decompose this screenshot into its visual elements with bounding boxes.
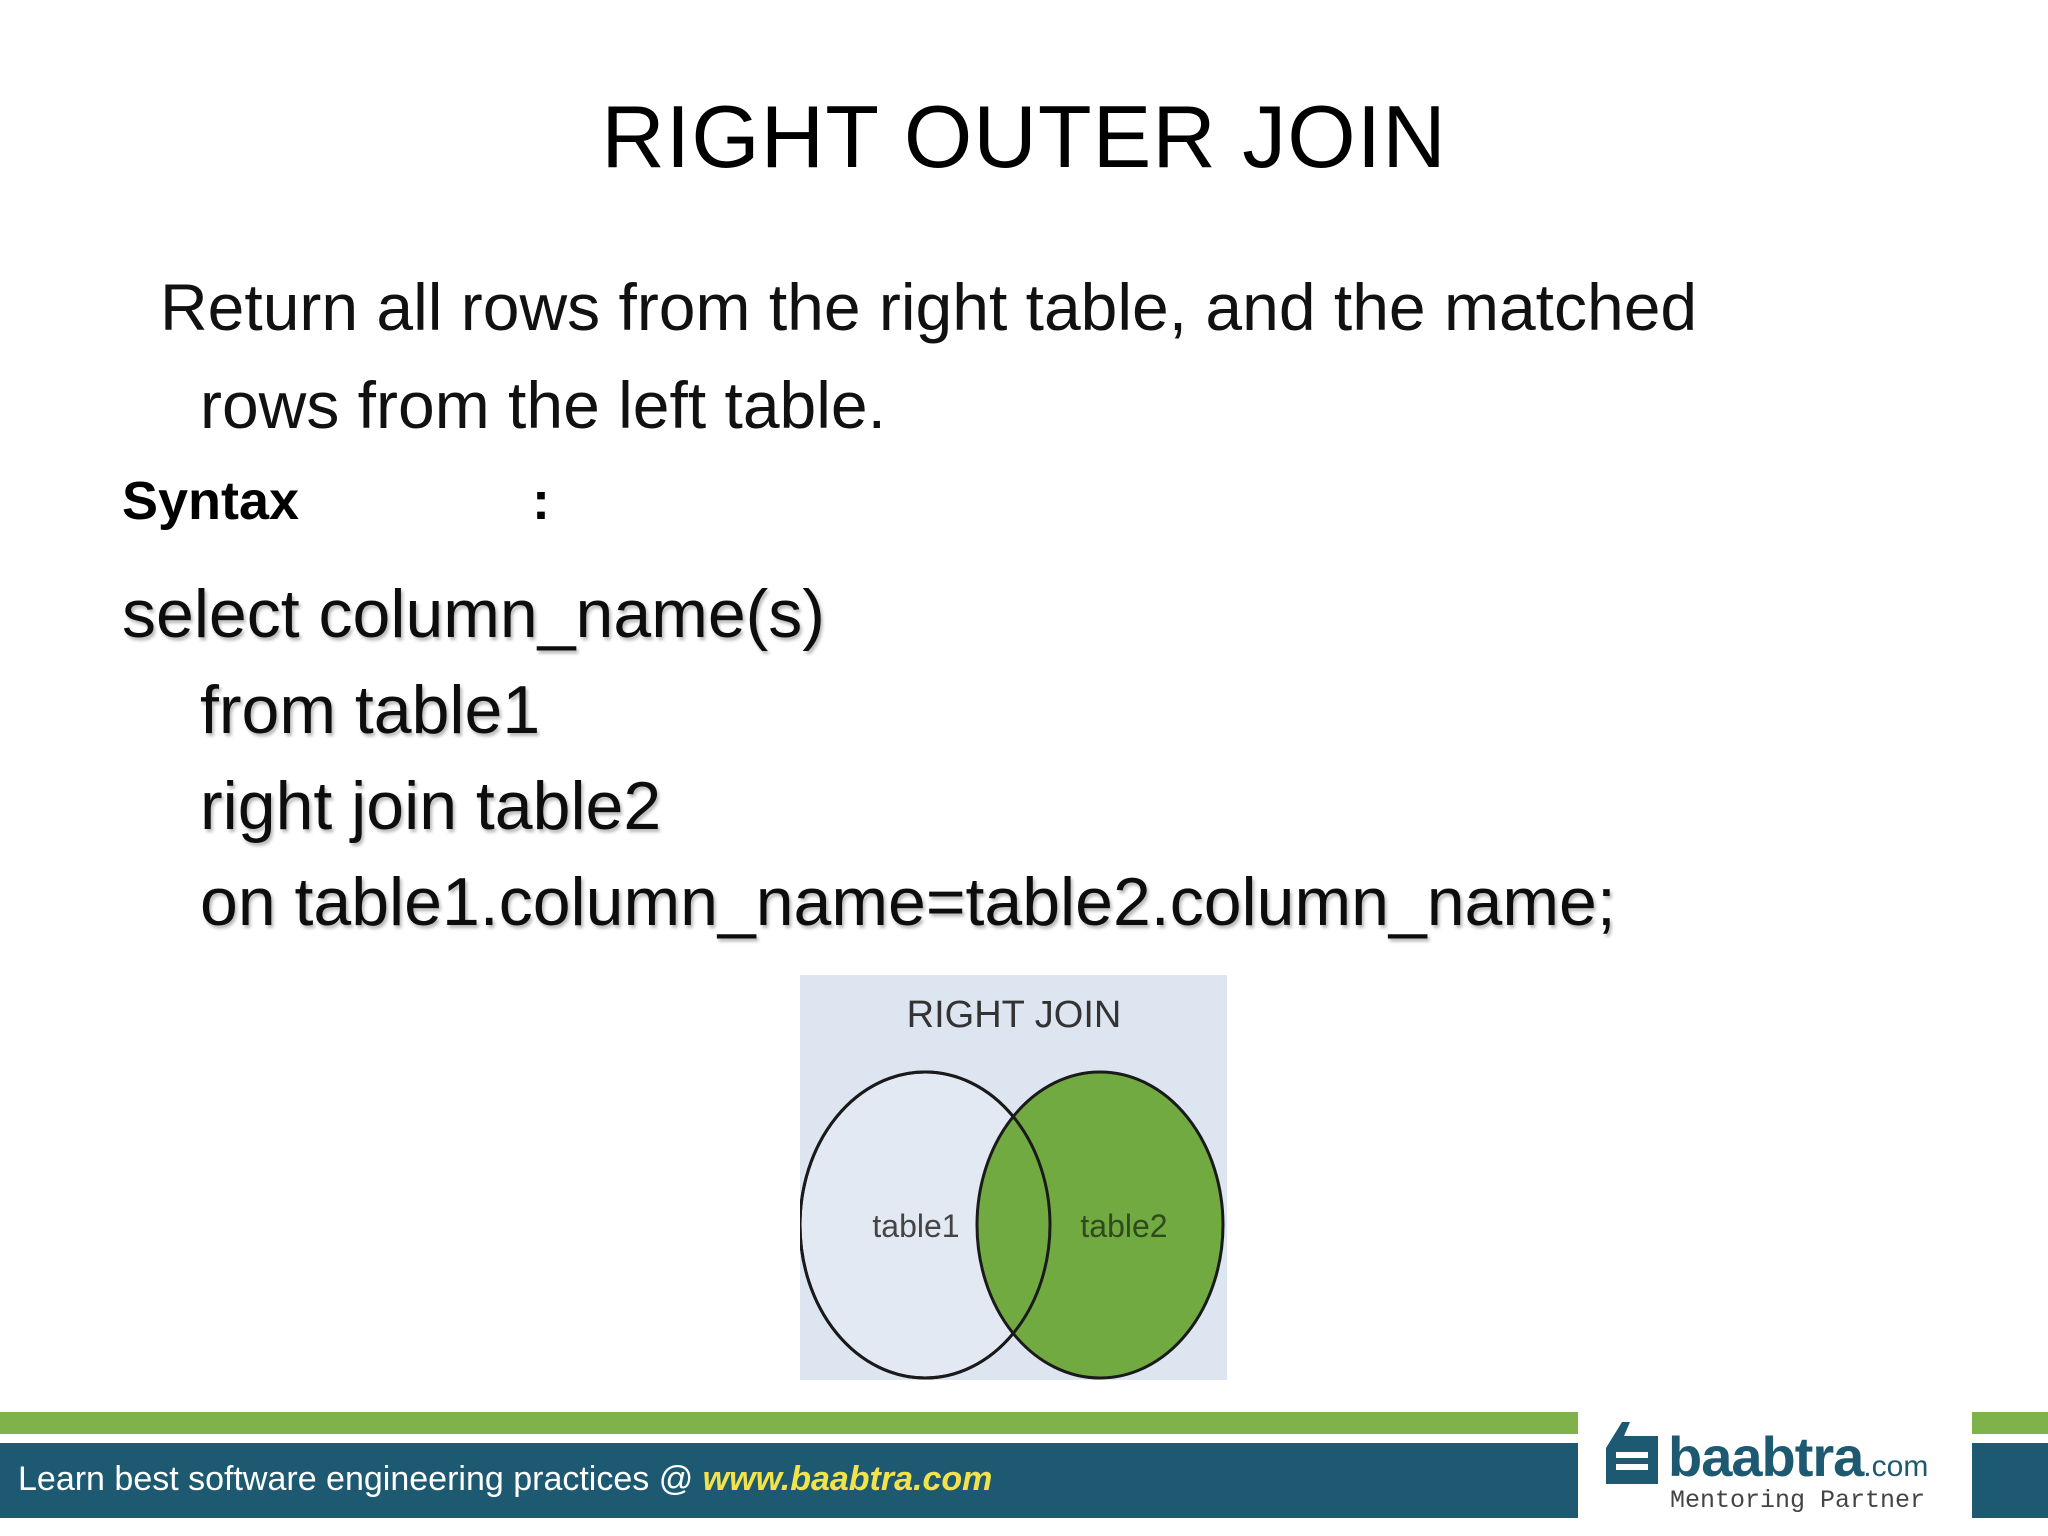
sql-code-block: select column_name(s) from table1 right … — [122, 566, 1616, 950]
logo-wordmark: baabtra.com — [1668, 1424, 1928, 1489]
footer-tagline-text: Learn best software engineering practice… — [18, 1460, 703, 1498]
syntax-colon: : — [532, 471, 550, 531]
code-line: right join table2 — [200, 768, 662, 844]
right-table-circle — [975, 1070, 1225, 1380]
baabtra-logo: baabtra.com Mentoring Partner — [1598, 1410, 1958, 1525]
description-line-2: rows from the left table. — [200, 368, 886, 442]
left-table-outline — [800, 1070, 1052, 1380]
description-line-1: Return all rows from the right table, an… — [160, 270, 1698, 344]
footer-accent-stripe-right — [1972, 1412, 2048, 1434]
slide-description: Return all rows from the right table, an… — [160, 258, 1920, 454]
venn-title: RIGHT JOIN — [907, 994, 1122, 1036]
syntax-label: Syntax — [122, 471, 300, 531]
footer-tagline: Learn best software engineering practice… — [18, 1460, 992, 1499]
logo-tagline: Mentoring Partner — [1670, 1486, 1926, 1515]
venn-left-label: table1 — [872, 1208, 959, 1244]
logo-word: baabtra — [1668, 1425, 1864, 1488]
venn-right-label: table2 — [1080, 1208, 1167, 1244]
code-line: from table1 — [200, 672, 541, 748]
baabtra-logo-icon — [1606, 1422, 1658, 1484]
right-join-venn-diagram: RIGHT JOIN table1 table2 — [800, 975, 1227, 1380]
footer-website-link[interactable]: www.baabtra.com — [702, 1460, 993, 1498]
slide-title: RIGHT OUTER JOIN — [601, 87, 1447, 186]
code-line: on table1.column_name=table2.column_name… — [200, 864, 1616, 940]
footer-bar-right — [1972, 1443, 2048, 1518]
footer-bar — [0, 1443, 1578, 1518]
code-line: select column_name(s) — [122, 576, 825, 652]
logo-suffix: .com — [1863, 1450, 1929, 1483]
footer-accent-stripe — [0, 1412, 1578, 1434]
venn-svg: RIGHT JOIN table1 table2 — [800, 975, 1227, 1380]
